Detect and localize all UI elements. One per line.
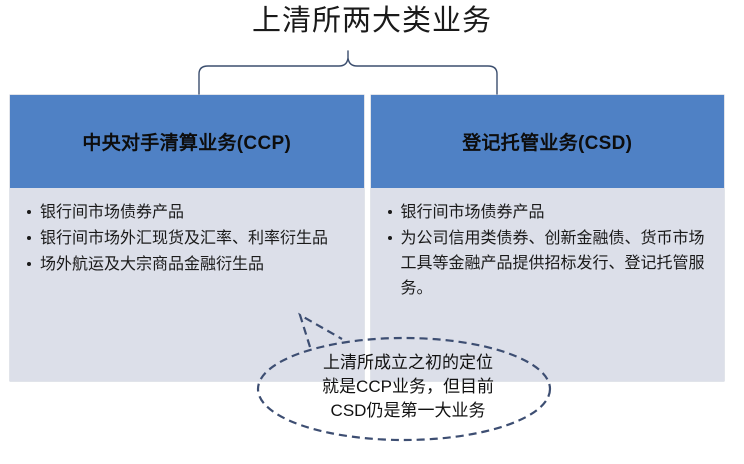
- page-title: 上清所两大类业务: [251, 5, 492, 37]
- curly-brace-icon: [198, 50, 498, 96]
- panel-ccp-header-label: 中央对手清算业务(CCP): [82, 133, 292, 154]
- list-item: 银行间市场外汇现货及汇率、利率衍生品: [24, 226, 350, 251]
- panel-ccp-body: 银行间市场债券产品 银行间市场外汇现货及汇率、利率衍生品 场外航运及大宗商品金融…: [10, 188, 364, 381]
- list-item: 场外航运及大宗商品金融衍生品: [24, 252, 350, 277]
- callout-text: 上清所成立之初的定位 就是CCP业务，但目前 CSD仍是第一大业务: [322, 353, 494, 420]
- panel-csd-bullet-list: 银行间市场债券产品 为公司信用类债券、创新金融债、货币市场工具等金融产品提供招标…: [385, 200, 711, 301]
- list-item: 银行间市场债券产品: [24, 200, 350, 225]
- business-categories-container: 中央对手清算业务(CCP) 银行间市场债券产品 银行间市场外汇现货及汇率、利率衍…: [10, 95, 724, 381]
- panel-csd-header-label: 登记托管业务(CSD): [462, 133, 633, 154]
- panel-csd-header: 登记托管业务(CSD): [370, 95, 724, 188]
- list-item: 为公司信用类债券、创新金融债、货币市场工具等金融产品提供招标发行、登记托管服务。: [385, 226, 711, 301]
- callout-bubble-shape: [256, 312, 552, 442]
- list-item: 银行间市场债券产品: [385, 200, 711, 225]
- panel-csd: 登记托管业务(CSD) 银行间市场债券产品 为公司信用类债券、创新金融债、货币市…: [370, 95, 725, 381]
- panel-ccp-bullet-list: 银行间市场债券产品 银行间市场外汇现货及汇率、利率衍生品 场外航运及大宗商品金融…: [24, 200, 350, 277]
- panel-ccp-header: 中央对手清算业务(CCP): [10, 95, 364, 188]
- panel-csd-body: 银行间市场债券产品 为公司信用类债券、创新金融债、货币市场工具等金融产品提供招标…: [371, 188, 725, 381]
- panel-ccp: 中央对手清算业务(CCP) 银行间市场债券产品 银行间市场外汇现货及汇率、利率衍…: [10, 95, 364, 381]
